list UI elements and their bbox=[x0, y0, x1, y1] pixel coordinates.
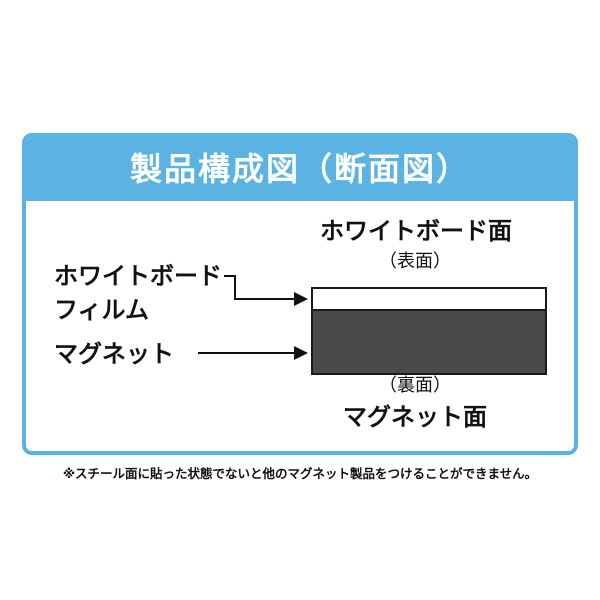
film-arrowhead bbox=[294, 292, 308, 306]
diagram-title: 製品構成図（断面図） bbox=[129, 150, 470, 188]
bottom-face-sublabel: （裏面） bbox=[379, 375, 451, 396]
cross-section-panel: 製品構成図（断面図） ホワイトボード フィルム マグネット ホワイトボード面 （… bbox=[22, 133, 578, 455]
top-face-sublabel: （表面） bbox=[379, 251, 451, 272]
film-label-line1: ホワイトボード bbox=[54, 262, 222, 290]
film-label-line2: フィルム bbox=[54, 296, 150, 324]
footnote: ※スチール面に貼った状態でないと他のマグネット製品をつけることができません。 bbox=[62, 466, 538, 481]
panel-header: 製品構成図（断面図） bbox=[26, 137, 574, 201]
film-leader-line bbox=[224, 275, 298, 300]
film-label: ホワイトボード フィルム bbox=[54, 259, 222, 327]
film-layer bbox=[311, 287, 547, 311]
magnet-label: マグネット bbox=[54, 340, 174, 368]
magnet-arrowhead bbox=[294, 346, 308, 360]
leader-arrows bbox=[198, 275, 308, 360]
magnet-layer bbox=[311, 311, 547, 375]
top-face-label: ホワイトボード面 bbox=[320, 217, 512, 245]
bottom-face-label: マグネット面 bbox=[343, 403, 487, 431]
